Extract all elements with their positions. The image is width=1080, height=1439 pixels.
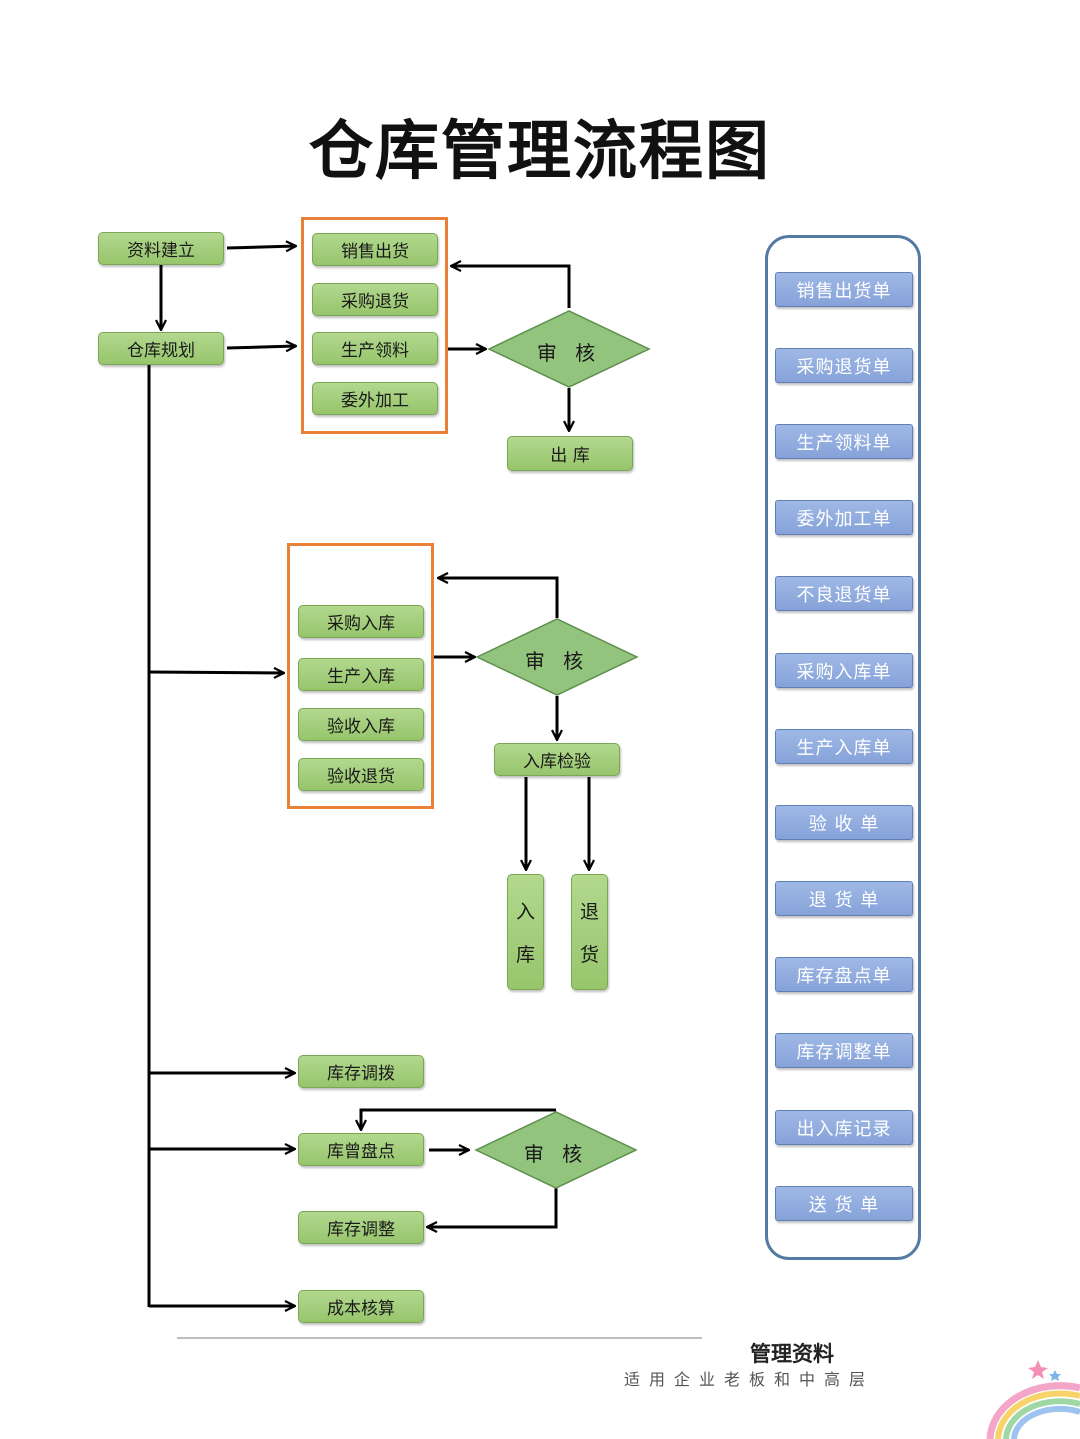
footer-subtitle: 适用企业老板和中高层 <box>624 1370 875 1389</box>
arrow-review-feedback-count <box>361 1108 556 1130</box>
inbound-item: 采购入库 <box>298 605 424 638</box>
return-goods-node: 退 货 <box>571 874 608 990</box>
arrow-review-to-adjust <box>427 1188 558 1227</box>
stock-in-char: 库 <box>515 944 535 966</box>
documents-panel <box>765 235 921 1260</box>
rainbow-sticker-icon <box>986 1360 1080 1439</box>
inventory-count-node: 库曾盘点 <box>298 1133 424 1166</box>
outbound-item: 销售出货 <box>312 233 438 266</box>
document-item: 验 收 单 <box>775 805 913 840</box>
page-title: 仓库管理流程图 <box>309 115 771 189</box>
document-item: 销售出货单 <box>775 272 913 307</box>
return-goods-char: 货 <box>579 944 599 966</box>
document-item: 不良退货单 <box>775 576 913 611</box>
warehouse-plan-node: 仓库规划 <box>98 332 224 365</box>
stock-in-node: 入 库 <box>507 874 544 990</box>
arrow-review-feedback-inbound <box>438 578 559 618</box>
document-item: 库存调整单 <box>775 1033 913 1068</box>
inbound-item: 验收退货 <box>298 758 424 791</box>
data-setup-node: 资料建立 <box>98 232 224 265</box>
outbound-item: 采购退货 <box>312 283 438 316</box>
inventory-adjust-node: 库存调整 <box>298 1211 424 1244</box>
inbound-item: 生产入库 <box>298 658 424 691</box>
document-item: 库存盘点单 <box>775 957 913 992</box>
outbound-item: 生产领料 <box>312 332 438 365</box>
outbound-item: 委外加工 <box>312 382 438 415</box>
arrow-setup-to-outbound <box>226 246 296 248</box>
ship-out-node: 出 库 <box>507 436 633 471</box>
document-item: 出入库记录 <box>775 1110 913 1145</box>
inventory-transfer-node: 库存调拨 <box>298 1055 424 1088</box>
review-label-inventory: 审 核 <box>523 1142 589 1166</box>
arrow-trunk-to-inbound <box>148 672 284 673</box>
stock-in-char: 入 <box>515 901 535 923</box>
inbound-item: 验收入库 <box>298 708 424 741</box>
review-diamond-inbound <box>475 618 639 696</box>
document-item: 送 货 单 <box>775 1186 913 1221</box>
document-item: 生产领料单 <box>775 424 913 459</box>
review-label-outbound: 审 核 <box>536 341 602 365</box>
arrow-review-feedback-outbound <box>451 266 571 308</box>
document-item: 委外加工单 <box>775 500 913 535</box>
footer-title: 管理资料 <box>750 1342 834 1366</box>
document-item: 退 货 单 <box>775 881 913 916</box>
document-item: 生产入库单 <box>775 729 913 764</box>
return-goods-char: 退 <box>579 901 599 923</box>
footer-divider <box>177 1337 702 1339</box>
document-item: 采购入库单 <box>775 653 913 688</box>
inbound-group-box <box>287 543 434 809</box>
cost-accounting-node: 成本核算 <box>298 1290 424 1323</box>
document-item: 采购退货单 <box>775 348 913 383</box>
review-diamond-outbound <box>487 310 651 388</box>
outbound-group-box <box>301 217 448 434</box>
inbound-inspection-node: 入库检验 <box>494 743 620 776</box>
arrow-plan-to-outbound <box>226 346 296 348</box>
review-diamond-inventory <box>474 1111 638 1189</box>
review-label-inbound: 审 核 <box>524 649 590 673</box>
